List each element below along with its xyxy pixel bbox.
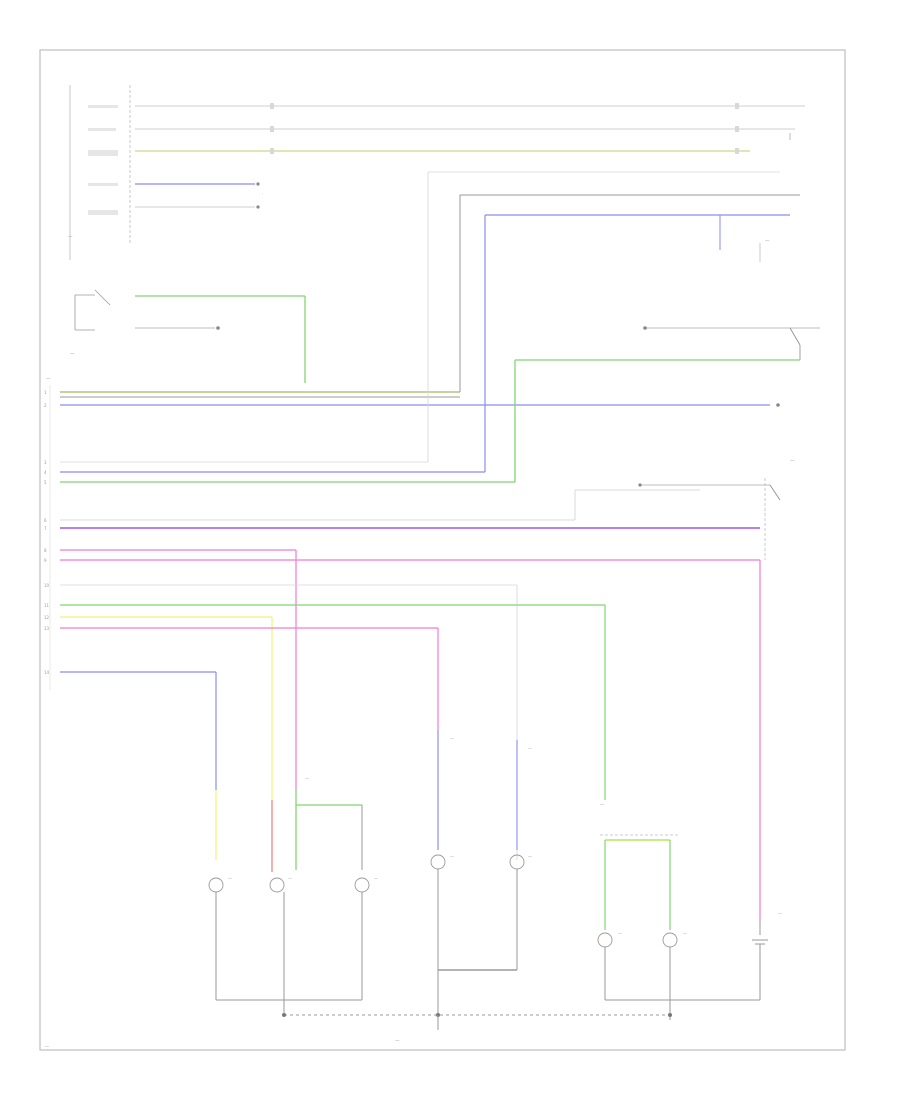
lamp-8-label: — xyxy=(778,911,782,916)
pin-9: 9 xyxy=(44,558,47,563)
left-connector-label: — xyxy=(46,377,51,382)
pin-10: 10 xyxy=(44,583,50,588)
left-connector-pins: 1 2 3 4 5 6 7 8 9 10 11 12 13 14 xyxy=(44,390,50,675)
page-reference: — xyxy=(45,1044,49,1049)
lamp-3-bulb xyxy=(354,877,370,893)
main-harness-wires xyxy=(60,171,800,920)
headlamp-switch: — xyxy=(70,289,306,383)
lamp-5-label: — xyxy=(528,854,532,859)
pin-1: 1 xyxy=(44,390,47,395)
lamp-2-label: — xyxy=(288,876,292,881)
lamp-4-bulb xyxy=(430,854,446,870)
svg-text:·: · xyxy=(262,191,263,196)
splice-label-2: — xyxy=(450,736,454,741)
headlamp-switch-label: — xyxy=(70,352,75,357)
lamp-outage-module-label: — xyxy=(600,803,605,808)
pin-2: 2 xyxy=(44,403,47,408)
left-connector: — xyxy=(46,377,51,690)
pin-6: 6 xyxy=(44,518,47,523)
splice-label-1: — xyxy=(305,776,309,781)
lamp-section: — — — — — — — xyxy=(208,730,782,1020)
pin-8: 8 xyxy=(44,548,47,553)
pin-11: 11 xyxy=(44,603,50,608)
pin-13: 13 xyxy=(44,626,50,631)
lamp-2-bulb xyxy=(269,877,285,893)
diagram-frame xyxy=(39,49,846,1051)
pin-4: 4 xyxy=(44,470,47,475)
pin-5: 5 xyxy=(44,480,47,485)
lamp-3-label: — xyxy=(374,876,378,881)
pin-3: 3 xyxy=(44,460,47,465)
lamp-6-label: — xyxy=(618,931,622,936)
lamp-1-label: — xyxy=(228,876,232,881)
lamp-1-bulb xyxy=(208,877,224,893)
right-upper-switch-label: — xyxy=(765,239,770,244)
ground-label: — xyxy=(395,1039,400,1044)
pin-12: 12 xyxy=(44,615,50,620)
lamp-7-bulb xyxy=(662,932,678,948)
upper-left-module: — xyxy=(68,85,131,260)
ground-bus: — xyxy=(216,990,760,1044)
splice-label-3: — xyxy=(528,746,532,751)
lamp-7-label: — xyxy=(683,931,687,936)
upper-left-module-label: — xyxy=(68,235,73,240)
lamp-4-label: — xyxy=(450,854,454,859)
pin-14: 14 xyxy=(44,670,50,675)
lamp-outage-module: — xyxy=(600,803,680,930)
pin-7: 7 xyxy=(44,526,47,531)
hazard-switch-label: — xyxy=(790,459,795,464)
right-upper-switch: — xyxy=(643,215,820,407)
lamp-6-bulb xyxy=(597,932,613,948)
upper-wires: · xyxy=(135,103,805,209)
hazard-switch: — xyxy=(575,459,795,560)
